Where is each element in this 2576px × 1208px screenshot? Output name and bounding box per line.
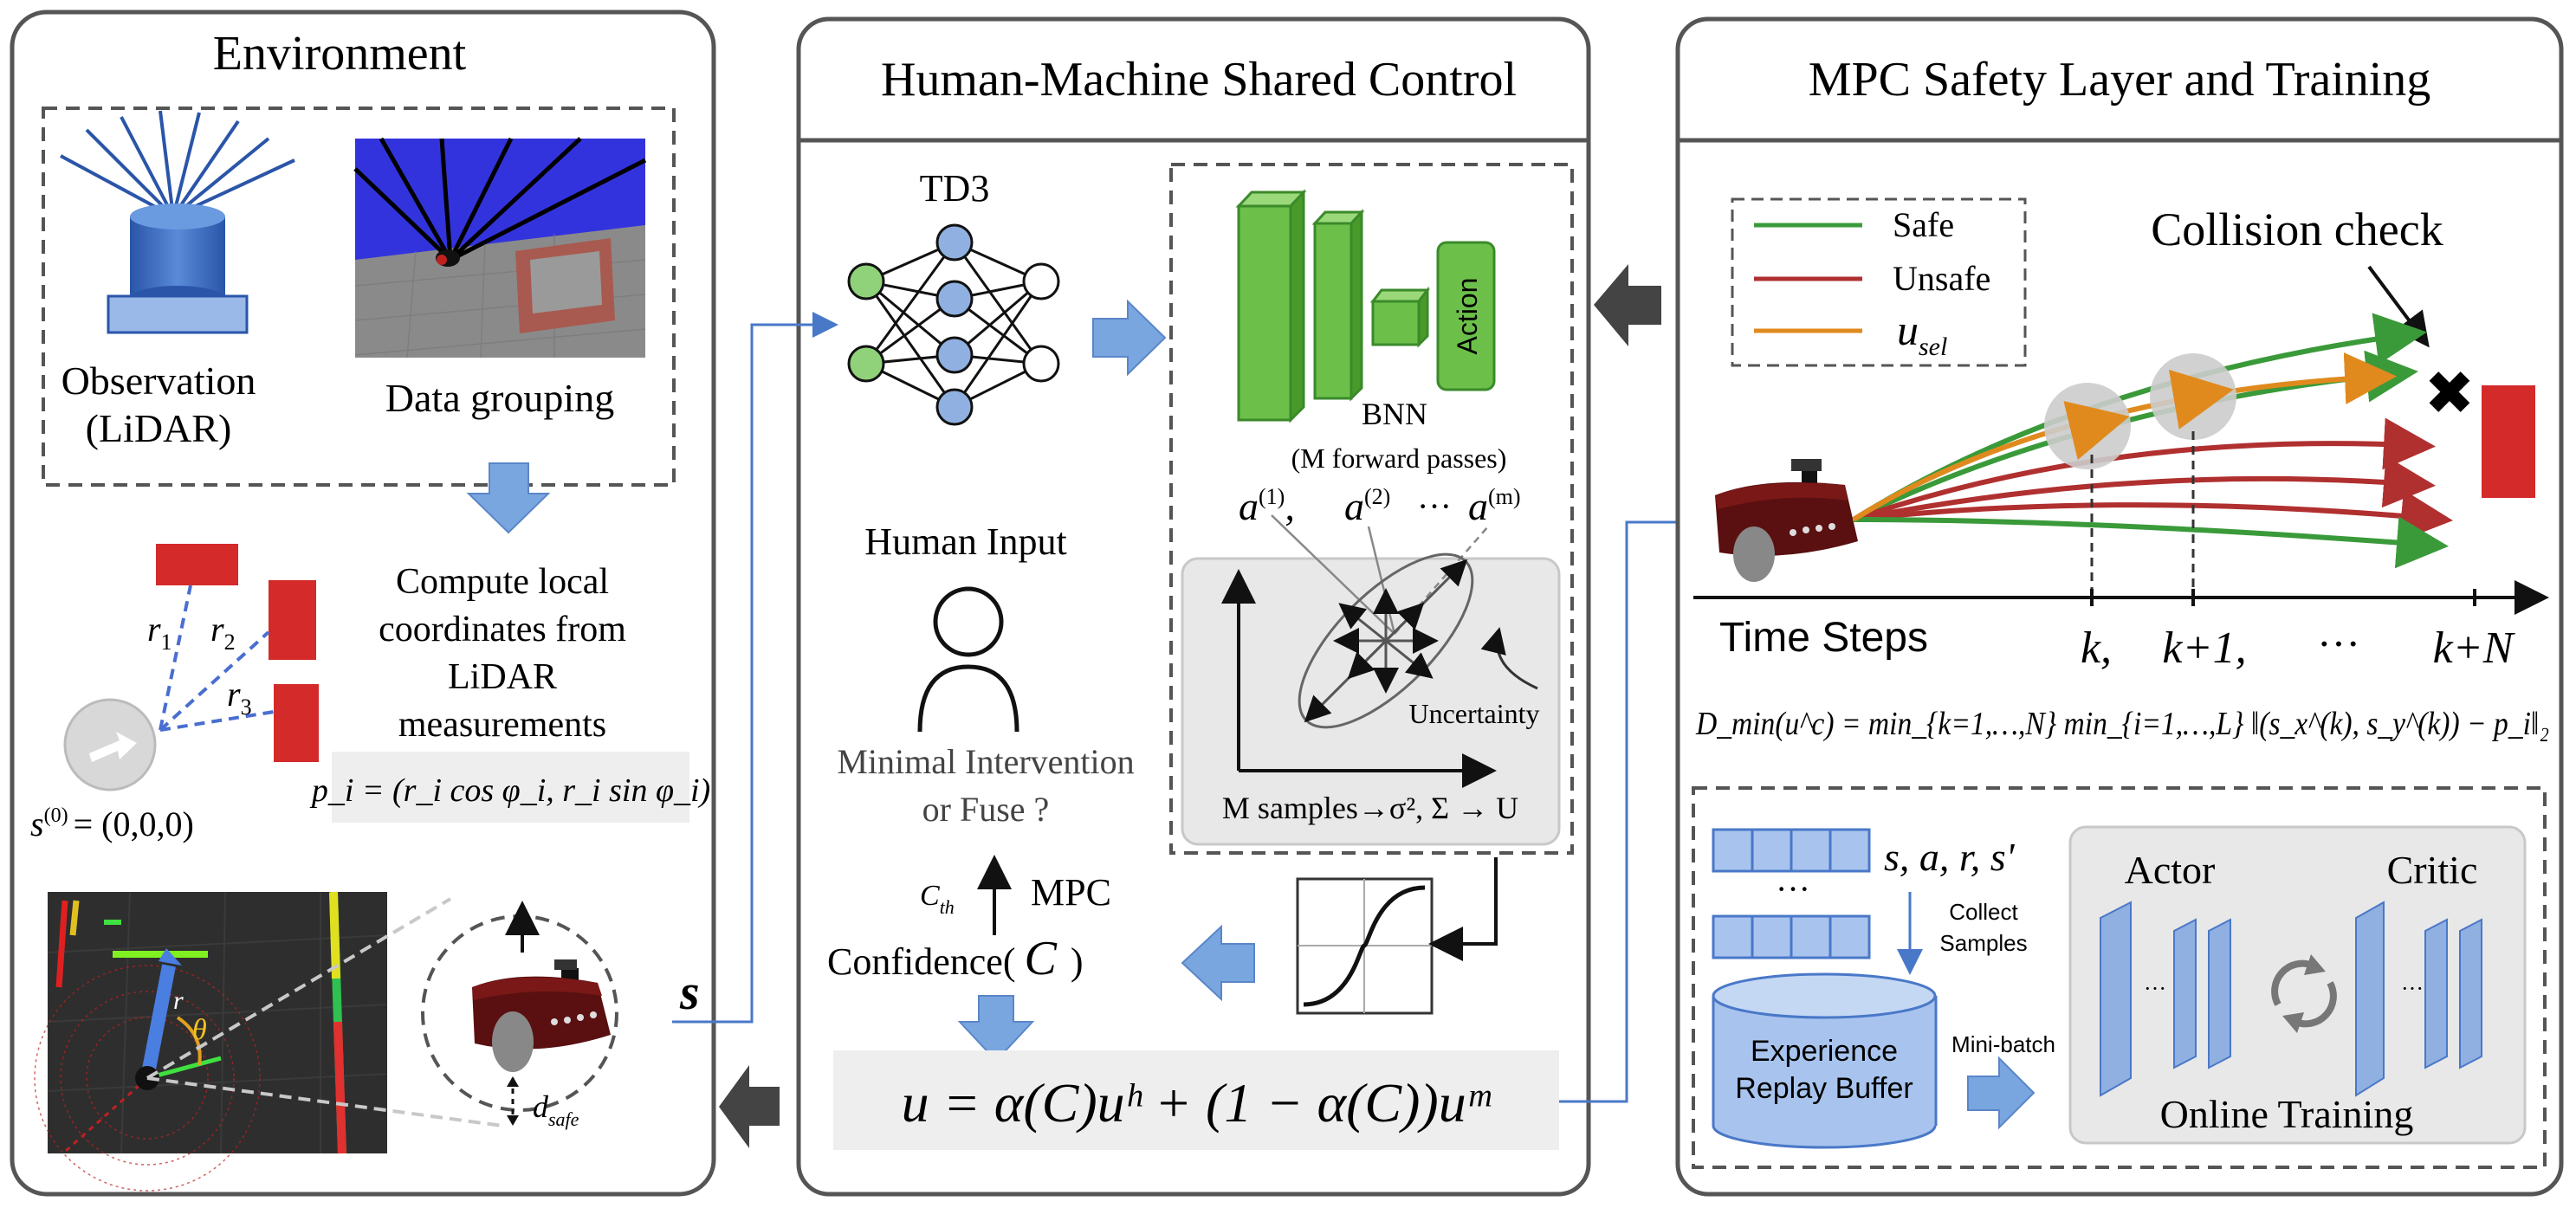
- fusion-formula: u = α(C)uʰ + (1 − α(C))uᵐ: [902, 1072, 1492, 1134]
- observation-box: [42, 107, 676, 487]
- robot-icon: [472, 959, 611, 1072]
- dmin-formula: D_min(u^c) = min_{k=1,…,N} min_{i=1,…,L}…: [1695, 706, 2549, 742]
- k1-label: k+1,: [2162, 623, 2246, 673]
- down-arrow-2-icon: [957, 995, 1035, 1063]
- rviz-screenshot: r θ: [34, 891, 388, 1192]
- mpc-title: MPC Safety Layer and Training: [1809, 53, 2431, 107]
- s0-label: s(0)= (0,0,0): [30, 804, 194, 843]
- confidence-label: Confidence(C): [827, 932, 1083, 985]
- formula-box: [332, 752, 689, 823]
- rviz-r-label: r: [173, 986, 184, 1015]
- human-input-label: Human Input: [864, 520, 1066, 563]
- rviz-theta-label: θ: [192, 1014, 207, 1046]
- collision-x-icon: ✖: [2424, 359, 2476, 427]
- compute-line-4: measurements: [398, 705, 606, 745]
- down-arrow-icon: [466, 462, 551, 534]
- critic-dots: ···: [2401, 976, 2424, 1001]
- online-training-box: [2068, 825, 2527, 1145]
- replay-label-1: Experience: [1751, 1035, 1898, 1068]
- shared-control-panel: Human-Machine Shared Control TD3: [796, 16, 1591, 1197]
- lidar-icon: [60, 110, 295, 334]
- critic-label: Critic: [2387, 848, 2478, 892]
- robot-mpc-icon: [1715, 459, 1858, 582]
- collect-label-1: Collect: [1949, 899, 2018, 925]
- s-output-label: s: [679, 964, 700, 1020]
- sample-row-2: [1712, 914, 1871, 959]
- legend-usel: usel: [1897, 306, 1947, 361]
- observation-sub-label: (LiDAR): [86, 406, 232, 450]
- dark-left-arrow-1: [719, 1065, 780, 1148]
- ellipsis-label: ···: [1776, 869, 1810, 908]
- formula-p: p_i = (r_i cos φ_i, r_i sin φ_i): [309, 772, 710, 809]
- c-th-label: Cth: [920, 880, 955, 918]
- gazebo-scene-image: [353, 137, 647, 359]
- forward-passes-label: (M forward passes): [1291, 443, 1507, 474]
- a1-label: a(1),: [1239, 484, 1295, 528]
- am-dots: ···: [1417, 487, 1452, 526]
- compute-line-3: LiDAR: [448, 657, 557, 697]
- sigmoid-icon: [1296, 877, 1434, 1015]
- sars-label: s, a, r, s': [1884, 835, 2016, 879]
- legend-safe: Safe: [1893, 205, 1954, 244]
- environment-title: Environment: [213, 27, 467, 81]
- compute-line-2: coordinates from: [379, 610, 626, 649]
- replay-buffer-icon: [1712, 972, 1938, 1149]
- human-icon: [917, 586, 1019, 733]
- action-label: Action: [1452, 278, 1483, 355]
- environment-panel: Environment Observation (LiDAR): [10, 10, 716, 1197]
- kN-label: k+N: [2433, 623, 2516, 673]
- collect-label-2: Samples: [1939, 930, 2027, 956]
- m-samples-label: M samples→σ², Σ → U: [1222, 791, 1518, 825]
- obstacle-block: [2482, 385, 2535, 498]
- dark-left-arrow-2: [1594, 264, 1661, 346]
- right-arrow-icon: [1092, 299, 1167, 377]
- collision-check-label: Collision check: [2151, 203, 2443, 255]
- heading-arrow-icon: [89, 732, 137, 762]
- actor-label: Actor: [2125, 848, 2216, 892]
- minimal-intervention-label: Minimal Intervention: [837, 742, 1134, 781]
- r1-label: r1: [147, 610, 172, 655]
- td3-label: TD3: [920, 167, 990, 210]
- td3-network-icon: [847, 223, 1060, 426]
- obstacle-right-2: [274, 684, 319, 762]
- fusion-formula-box: [833, 1050, 1559, 1150]
- uncertainty-label: Uncertainty: [1408, 698, 1539, 729]
- bnn-label: BNN: [1362, 397, 1427, 431]
- minibatch-arrow-icon: [1967, 1056, 2036, 1130]
- training-box: [1692, 786, 2547, 1169]
- bnn-box: [1169, 163, 1574, 855]
- sample-row-1: [1712, 828, 1871, 873]
- online-training-label: Online Training: [2160, 1092, 2414, 1136]
- mpc-panel: MPC Safety Layer and Training Safe Unsaf…: [1675, 16, 2564, 1197]
- observation-label: Observation: [61, 359, 256, 403]
- obstacle-top: [156, 544, 238, 585]
- time-steps-label: Time Steps: [1719, 615, 1928, 661]
- left-arrow-icon: [1181, 924, 1255, 1002]
- shared-control-title: Human-Machine Shared Control: [881, 53, 1517, 107]
- a2-label: a(2): [1344, 484, 1390, 528]
- critic-network-icon: [2355, 901, 2482, 1097]
- am-label: a(m): [1468, 484, 1521, 528]
- obstacle-right-1: [269, 580, 316, 660]
- replay-label-2: Replay Buffer: [1735, 1072, 1913, 1105]
- compute-line-1: Compute local: [396, 562, 609, 602]
- or-fuse-label: or Fuse ?: [922, 790, 1050, 829]
- k-label: k,: [2081, 623, 2112, 673]
- actor-dots: ···: [2144, 976, 2166, 1001]
- d-safe-label: dsafe: [533, 1089, 579, 1130]
- minibatch-label: Mini-batch: [1951, 1031, 2055, 1057]
- legend-unsafe: Unsafe: [1893, 259, 1990, 298]
- r2-label: r2: [210, 610, 236, 655]
- r3-label: r3: [227, 675, 252, 720]
- data-grouping-label: Data grouping: [385, 376, 614, 420]
- dots-label: ···: [2317, 619, 2360, 668]
- bnn-icon: [1235, 189, 1496, 423]
- cycle-icon: [2271, 954, 2337, 1033]
- mpc-label: MPC: [1031, 871, 1111, 914]
- actor-network-icon: [2100, 901, 2231, 1097]
